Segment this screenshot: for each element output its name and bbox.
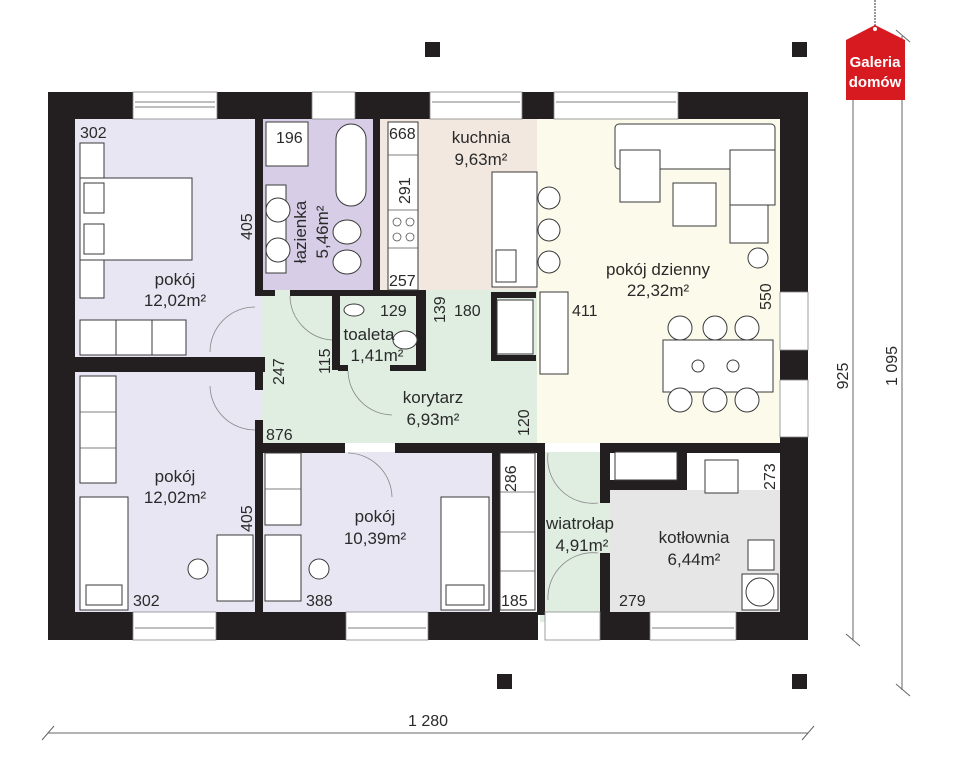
room-labels: pokój 12,02m² łazienka 5,46m² kuchnia 9,… xyxy=(144,128,730,569)
dim-411: 411 xyxy=(572,303,598,320)
logo-line2: domów xyxy=(849,74,902,91)
dim-405a: 405 xyxy=(239,213,256,240)
furniture xyxy=(79,121,779,611)
dim-120: 120 xyxy=(516,409,533,436)
room-area-bathroom: 5,46m² xyxy=(313,205,332,258)
dim-405b: 405 xyxy=(239,505,256,532)
dimension-lines xyxy=(41,29,911,741)
room-area-bedroom3: 10,39m² xyxy=(344,529,407,548)
walls xyxy=(48,92,808,640)
dim-185: 185 xyxy=(501,593,528,610)
dim-273: 273 xyxy=(762,463,779,490)
room-name-bedroom2: pokój xyxy=(155,467,196,486)
room-area-corridor: 6,93m² xyxy=(407,410,460,429)
room-name-toilet: toaleta xyxy=(343,325,395,344)
room-area-living: 22,32m² xyxy=(627,281,690,300)
room-name-kitchen: kuchnia xyxy=(452,128,511,147)
room-name-bathroom: łazienka xyxy=(291,200,310,263)
room-name-bedroom1: pokój xyxy=(155,270,196,289)
dim-286: 286 xyxy=(503,465,520,492)
room-area-vestibule: 4,91m² xyxy=(556,536,609,555)
overall-depth: 925 xyxy=(835,363,852,390)
room-name-vestibule: wiatrołap xyxy=(545,514,614,533)
room-area-bedroom2: 12,02m² xyxy=(144,488,207,507)
dim-302a: 302 xyxy=(80,125,107,142)
door-swings xyxy=(209,295,599,601)
dim-115: 115 xyxy=(317,348,334,374)
room-name-living: pokój dzienny xyxy=(606,260,710,279)
dim-550: 550 xyxy=(758,283,775,310)
dim-302b: 302 xyxy=(133,593,160,610)
room-fill-vestibule xyxy=(540,452,610,622)
room-area-boiler: 6,44m² xyxy=(668,550,721,569)
room-fill-corridor-upper xyxy=(262,290,338,370)
overall-depth-total: 1 095 xyxy=(884,346,901,386)
dim-180: 180 xyxy=(454,303,481,320)
room-name-corridor: korytarz xyxy=(403,388,463,407)
dim-139: 139 xyxy=(432,296,449,323)
dim-876: 876 xyxy=(266,427,293,444)
overall-width: 1 280 xyxy=(408,713,448,730)
room-name-boiler: kotłownia xyxy=(659,528,730,547)
dim-247: 247 xyxy=(271,358,288,385)
pillars xyxy=(425,42,807,689)
logo-line1: Galeria xyxy=(850,54,902,71)
dim-668: 668 xyxy=(389,126,416,143)
windows xyxy=(132,91,809,641)
galeria-domow-logo[interactable]: Galeria domów xyxy=(846,0,905,100)
dim-291: 291 xyxy=(397,177,414,204)
room-area-kitchen: 9,63m² xyxy=(455,150,508,169)
dim-196: 196 xyxy=(276,130,303,147)
dim-279: 279 xyxy=(619,593,646,610)
dim-257: 257 xyxy=(389,273,416,290)
room-name-bedroom3: pokój xyxy=(355,507,396,526)
dim-129: 129 xyxy=(380,303,407,320)
room-area-bedroom1: 12,02m² xyxy=(144,291,207,310)
dim-388: 388 xyxy=(306,593,333,610)
room-area-toilet: 1,41m² xyxy=(351,346,404,365)
dimension-labels: 302 405 196 668 291 257 129 139 180 411 … xyxy=(80,125,779,610)
